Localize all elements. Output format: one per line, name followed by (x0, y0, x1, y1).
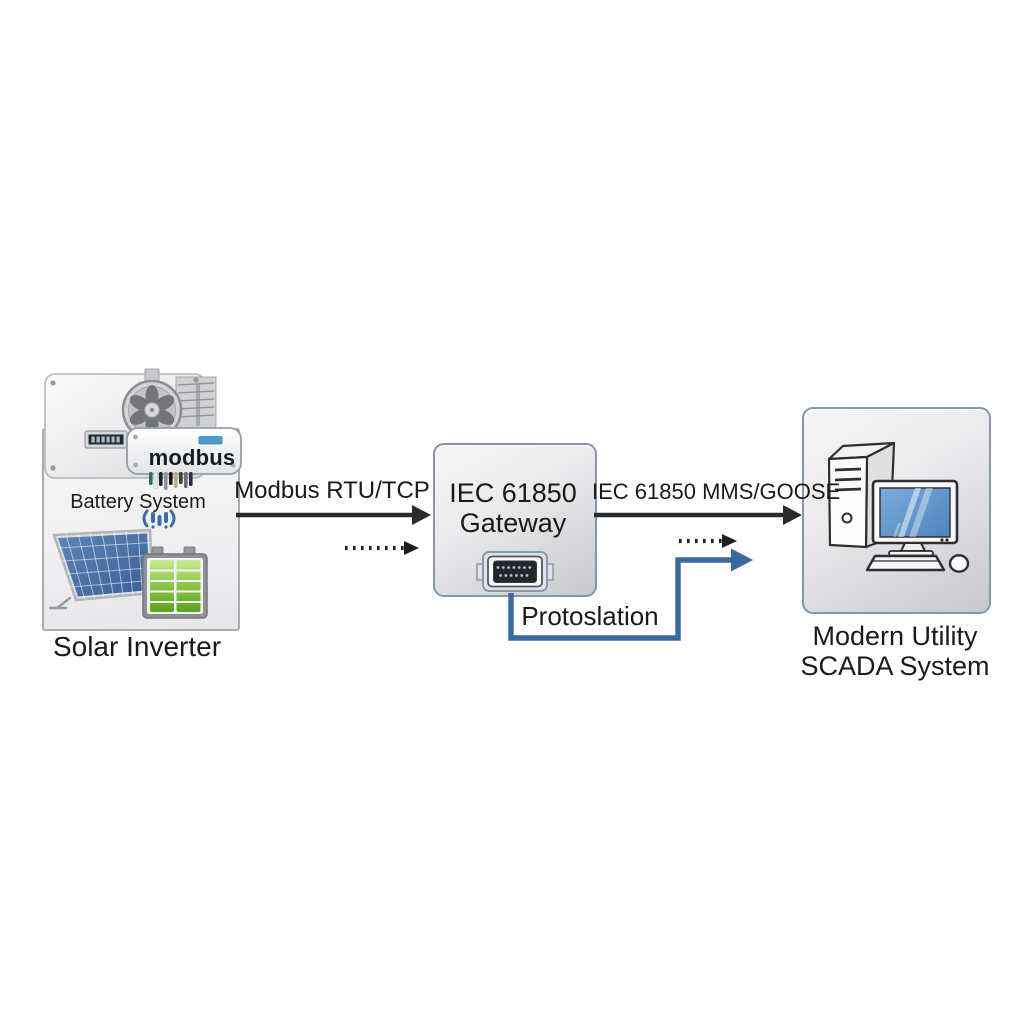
arrow-gateway-to-scada (594, 505, 802, 525)
modbus-badge-label: modbus (148, 445, 236, 470)
dotted-arrow-right (679, 534, 737, 548)
segment-display-icon (84, 430, 128, 449)
battery-icon (142, 546, 208, 619)
dotted-arrow-left (345, 541, 419, 555)
gateway-title-line2: Gateway (459, 508, 567, 538)
modbus-link-label: Modbus RTU/TCP (234, 477, 430, 504)
scada-caption-line1: Modern Utility (812, 621, 978, 651)
translation-label: Protoslation (521, 601, 659, 631)
gateway-title: IEC 61850 Gateway (433, 478, 593, 538)
inverter-device-icon (44, 368, 242, 490)
battery-system-label: Battery System (70, 491, 206, 513)
gateway-title-line1: IEC 61850 (449, 478, 577, 508)
scada-caption-line2: SCADA System (800, 651, 990, 681)
desktop-computer-icon (827, 441, 970, 573)
arrow-solar-to-gateway (236, 505, 431, 525)
translation-arrow-blue (508, 548, 753, 641)
solar-inverter-caption: Solar Inverter (52, 631, 222, 662)
modbus-module (126, 427, 242, 475)
fan-icon (121, 379, 183, 441)
scada-caption: Modern Utility SCADA System (792, 621, 998, 681)
iec-link-label: IEC 61850 MMS/GOOSE (592, 479, 841, 504)
battery-system-icon (142, 509, 176, 529)
solar-panel-icon (48, 528, 155, 610)
serial-connector-icon (476, 551, 554, 592)
wiring-harness-icon (149, 471, 193, 490)
